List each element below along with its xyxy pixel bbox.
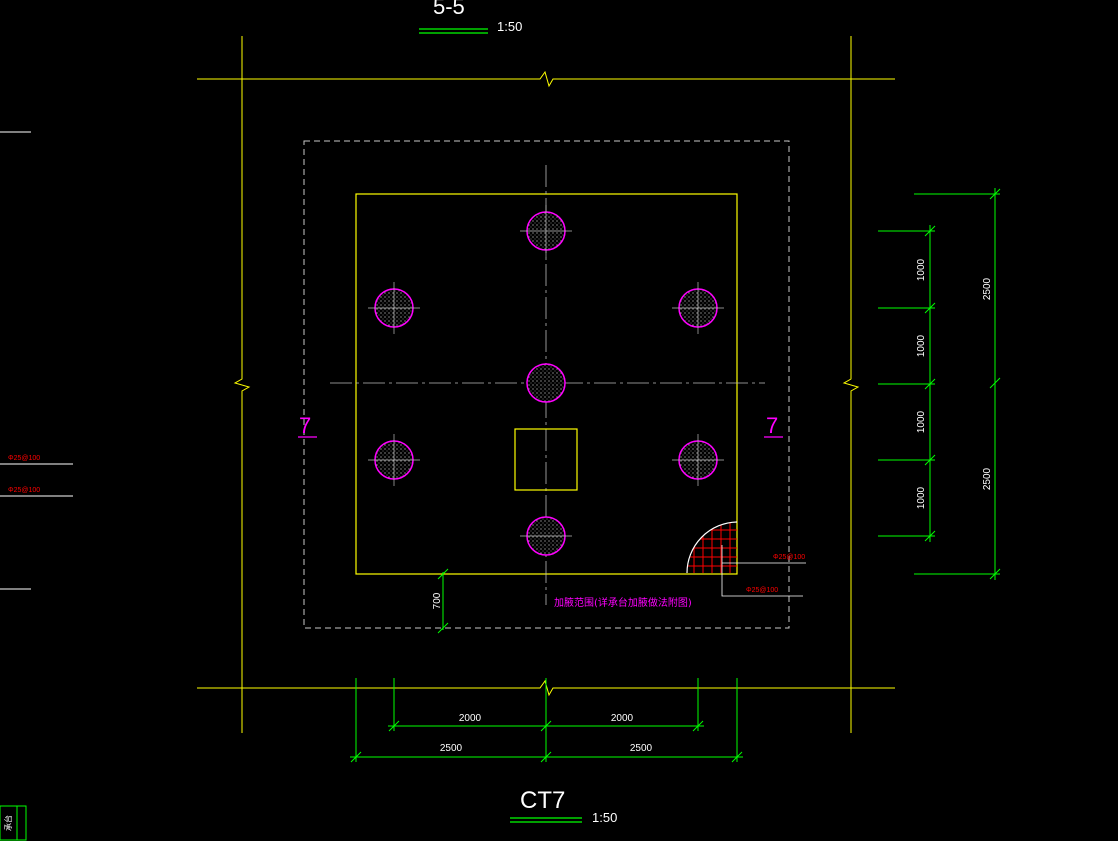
column (514, 428, 578, 491)
dashed-boundary (303, 140, 790, 629)
pile-cap-outline (355, 193, 738, 575)
left-partial-drawing: Φ25@100 Φ25@100 承台 (0, 131, 73, 841)
left-rebar-label-2: Φ25@100 (8, 487, 40, 494)
grid-lines (197, 36, 895, 733)
piles (368, 205, 724, 556)
pile (368, 282, 420, 334)
dim-bottom-inner-1: 2000 (459, 713, 482, 724)
pile (368, 434, 420, 486)
rebar-label-2: Φ25@100 (746, 587, 778, 594)
rebar-label-1: Φ25@100 (773, 554, 805, 561)
dim-left-vertical-value: 700 (432, 592, 443, 609)
dim-bottom-outer-2: 2500 (630, 743, 653, 754)
section-marker-left: 7 (298, 413, 317, 438)
top-title-scale: 1:50 (497, 19, 522, 34)
dim-right-outer-1: 2500 (982, 277, 993, 300)
dim-bottom-outer-1: 2500 (440, 743, 463, 754)
pile (520, 205, 572, 257)
dim-right-outer-2: 2500 (982, 467, 993, 490)
dim-right-inner (878, 225, 936, 542)
left-rebar-label-1: Φ25@100 (8, 455, 40, 462)
dim-bottom-inner (388, 678, 704, 732)
dim-right-inner-3: 1000 (916, 410, 927, 433)
left-bottom-text: 承台 (3, 815, 13, 831)
dim-bottom-outer (350, 678, 743, 763)
dim-right-outer (914, 188, 1001, 580)
haunch-range-note: 加腋范围(详承台加腋做法附图) (554, 596, 692, 609)
bottom-title: CT7 1:50 (510, 787, 617, 825)
dim-right-inner-1: 1000 (916, 258, 927, 281)
pile (526, 363, 566, 403)
top-title-label: 5-5 (433, 0, 465, 19)
bottom-title-scale: 1:50 (592, 810, 617, 825)
pile (672, 434, 724, 486)
section-marker-right-label: 7 (766, 413, 778, 438)
pile (672, 282, 724, 334)
top-title: 5-5 1:50 (419, 0, 522, 34)
dim-left-vertical (437, 568, 449, 634)
haunch-corner: Φ25@100 Φ25@100 (686, 521, 806, 597)
section-marker-right: 7 (764, 413, 783, 438)
dim-right-inner-4: 1000 (916, 486, 927, 509)
bottom-title-label: CT7 (520, 787, 565, 814)
dim-bottom-inner-2: 2000 (611, 713, 634, 724)
pile (520, 516, 572, 556)
dim-right-inner-2: 1000 (916, 334, 927, 357)
section-marker-left-label: 7 (299, 413, 311, 438)
